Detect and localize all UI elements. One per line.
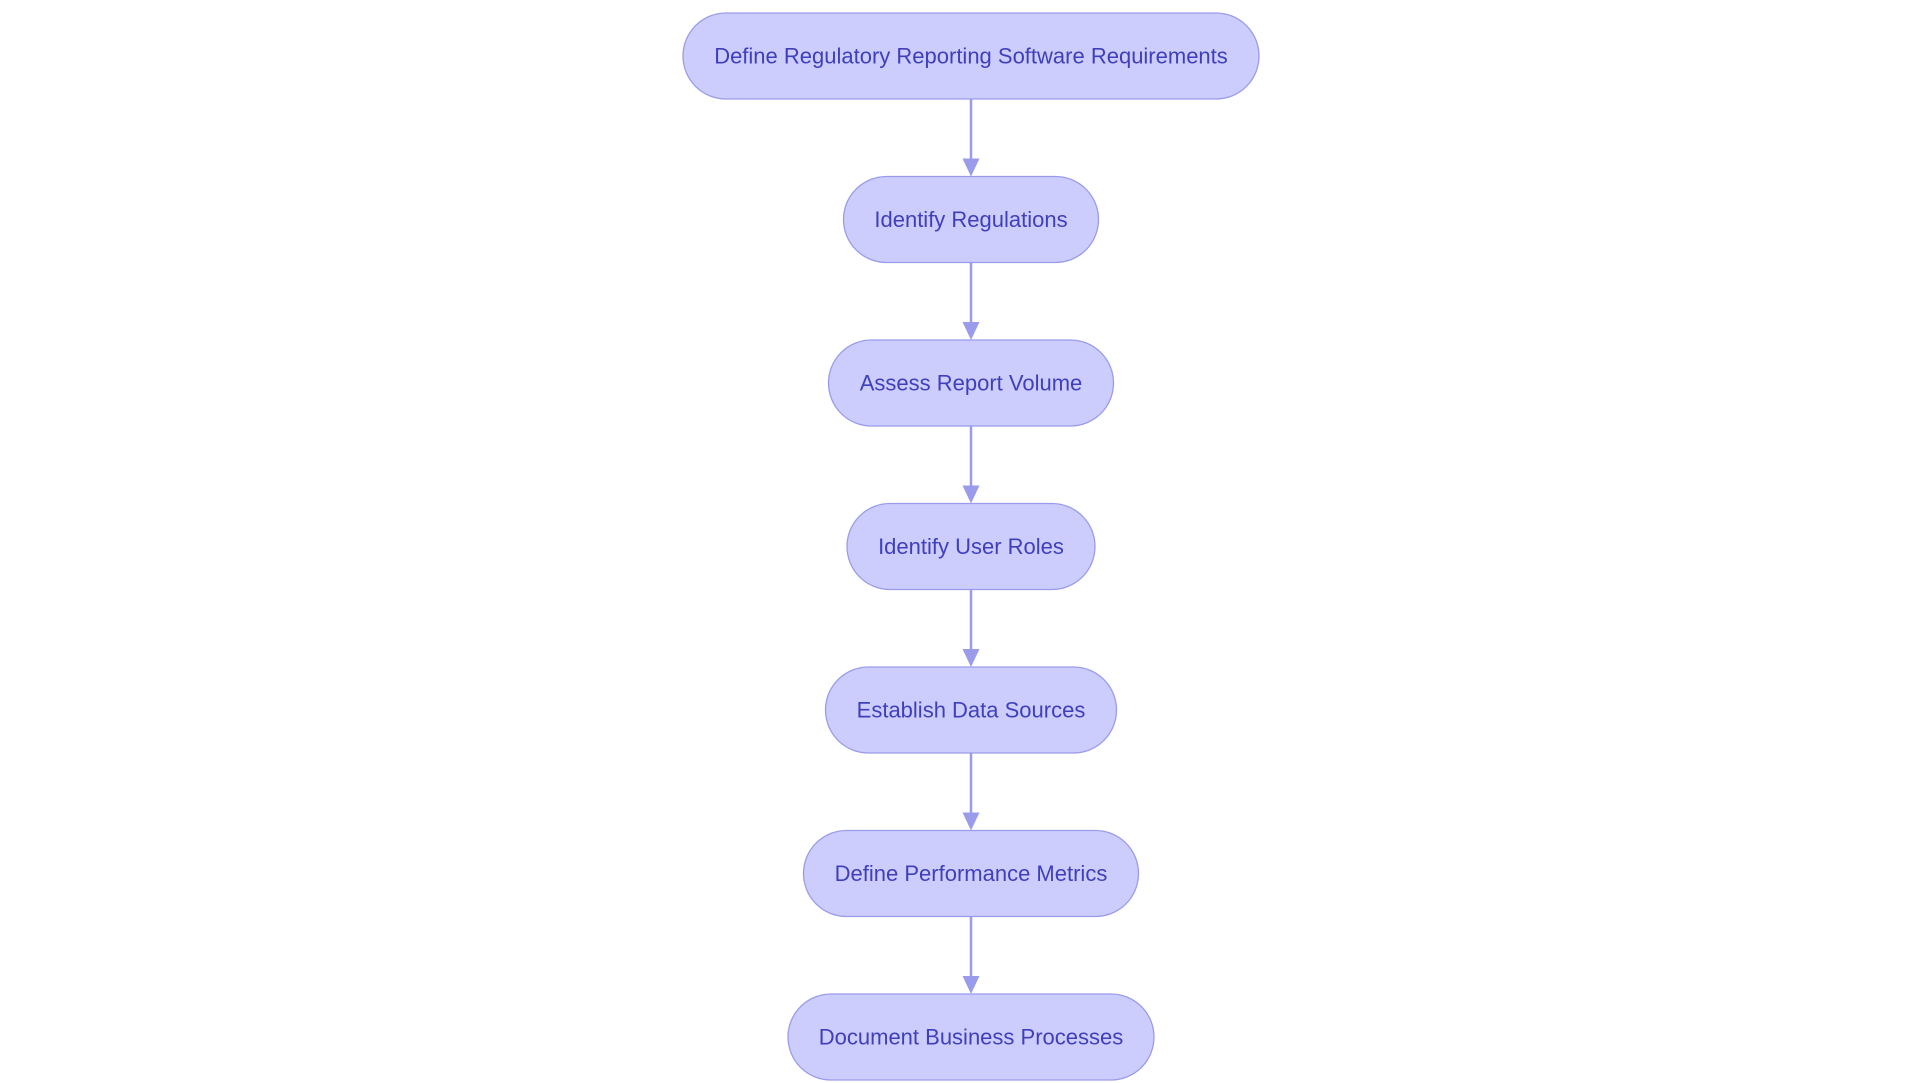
flow-node-shape (682, 12, 1260, 100)
flow-node-7: Document Business Processes (787, 993, 1155, 1081)
flow-node-shape (824, 666, 1118, 754)
flow-node-3: Assess Report Volume (827, 339, 1115, 427)
flow-node-label: Identify Regulations (874, 207, 1067, 232)
arrowhead-icon (962, 976, 980, 994)
flow-node-shape (827, 339, 1115, 427)
flow-node-label: Assess Report Volume (860, 371, 1083, 396)
arrowhead-icon (962, 649, 980, 667)
flow-arrow-6 (962, 916, 980, 994)
flow-node-label: Document Business Processes (819, 1025, 1123, 1050)
nodes-layer: Define Regulatory Reporting Software Req… (682, 12, 1260, 1081)
flow-node-4: Identify User Roles (846, 502, 1096, 591)
arrowhead-icon (962, 812, 980, 831)
flow-node-label: Establish Data Sources (857, 698, 1086, 723)
arrowhead-icon (962, 322, 980, 340)
arrowhead-icon (962, 158, 980, 177)
flow-arrow-3 (962, 426, 980, 504)
flow-node-2: Identify Regulations (842, 175, 1100, 264)
flow-node-label: Define Regulatory Reporting Software Req… (714, 44, 1228, 69)
flow-node-shape (846, 502, 1096, 591)
flow-arrow-2 (962, 262, 980, 340)
flow-node-shape (842, 175, 1100, 264)
flow-node-label: Identify User Roles (878, 534, 1064, 559)
arrowhead-icon (962, 485, 980, 504)
flow-node-1: Define Regulatory Reporting Software Req… (682, 12, 1260, 100)
edges-layer (962, 99, 980, 994)
flow-arrow-5 (962, 753, 980, 831)
flow-node-shape (802, 829, 1140, 918)
flow-arrow-1 (962, 99, 980, 177)
flow-node-5: Establish Data Sources (824, 666, 1118, 754)
flow-arrow-4 (962, 589, 980, 667)
flow-node-label: Define Performance Metrics (835, 861, 1108, 886)
flow-node-6: Define Performance Metrics (802, 829, 1140, 918)
flow-node-shape (787, 993, 1155, 1081)
